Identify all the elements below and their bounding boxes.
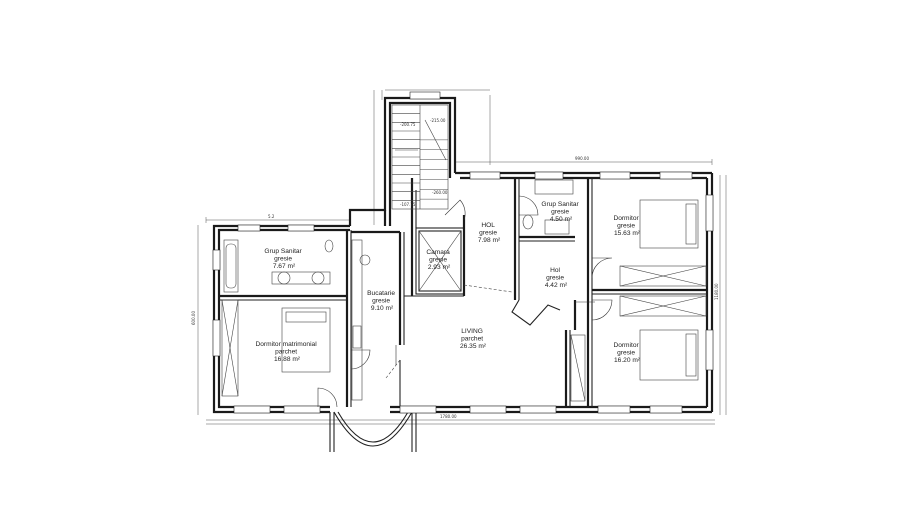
dimension-top-right: 990.00	[575, 156, 589, 161]
room-label-camara: Camara gresie 2.93 m²	[426, 249, 451, 271]
dimension-left: 600.00	[191, 311, 196, 325]
room-label-grup-sanitar-1: Grup Sanitar gresie 7.67 m²	[264, 248, 303, 270]
furniture	[221, 179, 707, 402]
interior-walls	[219, 178, 707, 407]
room-label-dormitor-2: Dormitor gresie 16.20 m²	[613, 342, 640, 364]
room-label-dormitor-1: Dormitor gresie 15.63 m²	[613, 215, 640, 237]
dimension-lines	[197, 89, 727, 425]
level-label-3: -260.00	[432, 190, 448, 195]
room-label-hol: HOL gresie 7.98 m²	[478, 222, 501, 244]
doors	[317, 195, 613, 408]
room-label-grup-sanitar-2: Grup Sanitar gresie 4.50 m²	[541, 201, 580, 223]
room-label-dormitor-matrimonial: Dormitor matrimonial parchet 16.88 m²	[255, 341, 318, 363]
level-label-4: -215.00	[430, 118, 446, 123]
room-label-living: LIVING parchet 26.35 m²	[460, 328, 487, 350]
dimension-right: 1180.00	[714, 283, 719, 300]
room-labels: Grup Sanitar gresie 7.67 m² Dormitor mat…	[255, 201, 640, 364]
staircase: -200.75 -107.75 -260.00 -215.00	[391, 104, 449, 210]
level-label-2: -107.75	[400, 202, 416, 207]
dimension-labels: 5.2 990.00 1780.00 600.00 1180.00	[191, 156, 719, 419]
windows	[212, 91, 714, 414]
dimension-top-left: 5.2	[268, 214, 275, 219]
room-label-hol-2: Hol gresie 4.42 m²	[545, 267, 568, 289]
balcony	[329, 411, 417, 452]
level-label-1: -200.75	[400, 122, 416, 127]
dimension-bottom: 1780.00	[440, 414, 457, 419]
room-label-bucatarie: Bucatarie gresie 9.10 m²	[367, 290, 397, 312]
